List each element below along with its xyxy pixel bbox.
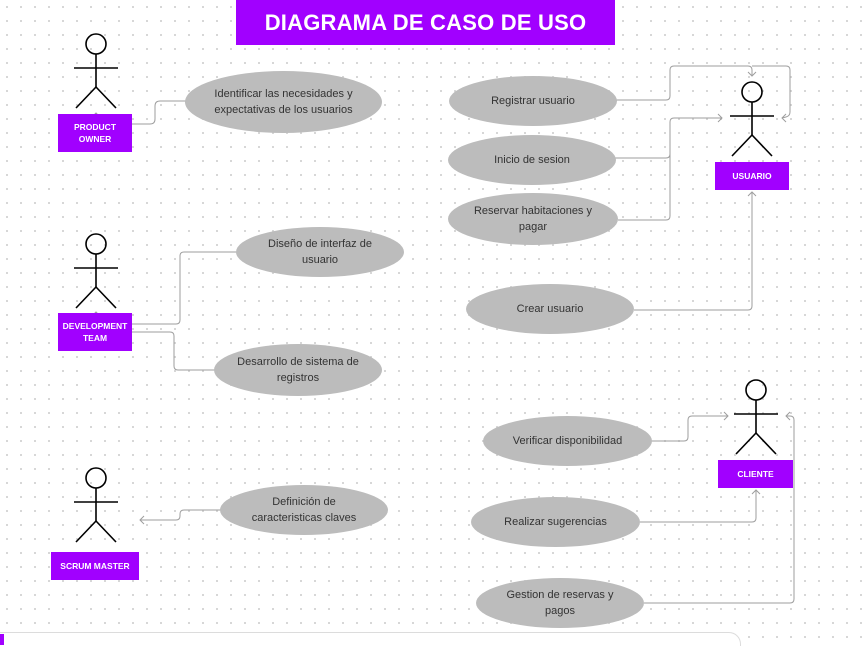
connector-usuario-loop xyxy=(752,65,791,119)
bottom-toolbar xyxy=(0,632,741,646)
scrum-master-actor-icon xyxy=(74,467,118,543)
use-case-gestion[interactable]: Gestion de reservas y pagos xyxy=(476,578,644,628)
arrowhead-usuario-bottom xyxy=(747,191,757,197)
product-owner-actor-icon xyxy=(74,33,118,109)
usuario-label: USUARIO xyxy=(715,162,789,190)
connector-registrar xyxy=(616,65,753,101)
usuario-actor-icon xyxy=(730,81,774,157)
use-case-definicion[interactable]: Definición de caracteristicas claves xyxy=(220,485,388,535)
use-case-registrar[interactable]: Registrar usuario xyxy=(449,76,617,126)
use-case-diseno[interactable]: Diseño de interfaz de usuario xyxy=(236,227,404,277)
cliente-actor-icon xyxy=(734,379,778,455)
development-team-label: DEVELOPMENT TEAM xyxy=(58,313,132,351)
connector-verificar xyxy=(652,415,728,442)
scrum-master-label: SCRUM MASTER xyxy=(51,552,139,580)
diagram-title: DIAGRAMA DE CASO DE USO xyxy=(236,0,615,45)
use-case-verificar[interactable]: Verificar disponibilidad xyxy=(483,416,652,466)
connector-inicio xyxy=(614,117,722,159)
connector-definicion xyxy=(140,509,222,521)
connector-desarrollo xyxy=(132,331,215,371)
use-case-inicio[interactable]: Inicio de sesion xyxy=(448,135,616,185)
connector-sugerencias xyxy=(640,490,757,523)
cliente-label: CLIENTE xyxy=(718,460,793,488)
arrowhead-cliente-left xyxy=(723,411,729,421)
arrowhead-cliente-right xyxy=(785,411,791,421)
arrowhead-cliente-bottom xyxy=(751,489,761,495)
development-team-actor-icon xyxy=(74,233,118,309)
use-case-identificar[interactable]: Identificar las necesidades y expectativ… xyxy=(185,71,382,133)
use-case-sugerencias[interactable]: Realizar sugerencias xyxy=(471,497,640,547)
arrowhead-sm xyxy=(139,515,145,525)
arrowhead-usuario-top xyxy=(747,71,757,77)
arrowhead-usuario-left xyxy=(717,113,723,123)
connector-crear xyxy=(634,192,753,311)
connector-identificar xyxy=(95,100,188,125)
connector-gestion xyxy=(644,415,795,604)
use-case-reservar[interactable]: Reservar habitaciones y pagar xyxy=(448,193,618,245)
use-case-crear[interactable]: Crear usuario xyxy=(466,284,634,334)
use-case-desarrollo[interactable]: Desarrollo de sistema de registros xyxy=(214,344,382,396)
connector-reservar xyxy=(618,154,671,221)
arrowhead-usuario-right xyxy=(781,113,787,123)
bottom-toolbar-accent xyxy=(0,634,4,645)
connector-diseno xyxy=(95,251,238,325)
product-owner-label: PRODUCT OWNER xyxy=(58,114,132,152)
